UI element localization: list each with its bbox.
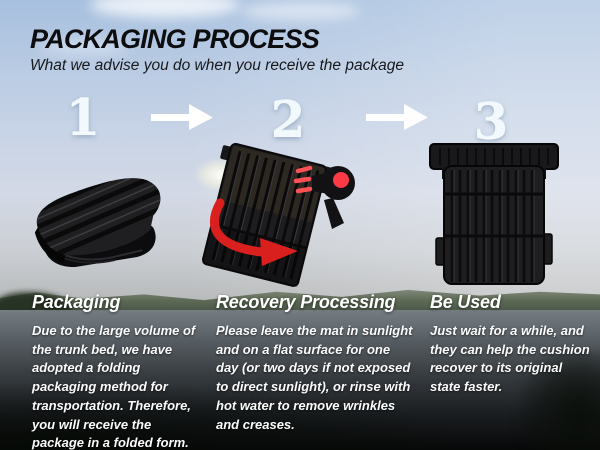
cloud: [90, 0, 240, 18]
step-number-2: 2: [270, 89, 306, 148]
step-number-3: 3: [473, 91, 509, 150]
step-2-text-block: Recovery Processing Please leave the mat…: [216, 292, 416, 434]
folded-mat-illustration: [34, 178, 161, 268]
step-3-heading: Be Used: [430, 292, 501, 312]
step-3-text-block: Be Used Just wait for a while, and they …: [430, 292, 594, 397]
step-number-1: 1: [65, 87, 101, 146]
step-3-description: Just wait for a while, and they can help…: [430, 323, 590, 395]
unfolding-mat-illustration: [201, 143, 355, 287]
step-1-text-block: Packaging Due to the large volume of the…: [32, 292, 196, 450]
page-subtitle: What we advise you do when you receive t…: [30, 57, 404, 74]
step-2-description: Please leave the mat in sunlight and on …: [216, 323, 413, 432]
cloud: [240, 2, 360, 20]
cloud: [40, 40, 130, 54]
tree-silhouette-right: [502, 350, 600, 450]
red-arrow-head: [260, 238, 298, 266]
right-arrow-icon: [151, 104, 213, 130]
flat-mat-illustration: [429, 143, 559, 285]
red-curved-arrow-icon: [210, 198, 267, 257]
hair-dryer-icon: [293, 165, 355, 229]
page-title: PACKAGING PROCESS: [30, 24, 320, 54]
dark-shore-overlay: [0, 370, 600, 450]
step-1-heading: Packaging: [32, 292, 121, 312]
right-arrow-icon: [366, 104, 428, 130]
step-2-heading: Recovery Processing: [216, 292, 396, 312]
step-1-description: Due to the large volume of the trunk bed…: [32, 323, 196, 450]
